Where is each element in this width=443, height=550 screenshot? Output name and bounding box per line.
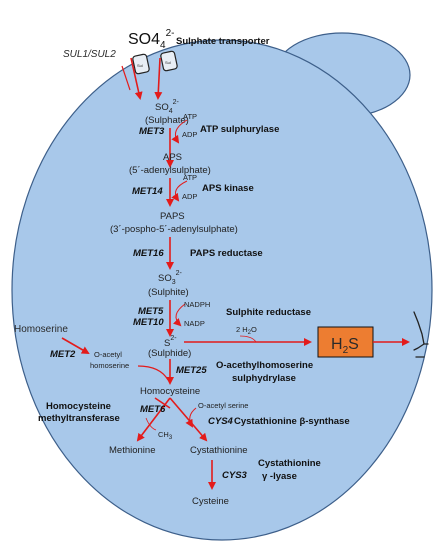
enzyme-hmt-line1: Homocysteine (46, 401, 111, 412)
compound-homocysteine: Homocysteine (140, 386, 200, 397)
compound-aps: APS (163, 152, 182, 163)
gene-met25: MET25 (176, 365, 207, 376)
compound-homoserine: Homoserine (14, 324, 68, 335)
compound-paps: PAPS (160, 211, 185, 222)
compound-sulphide: S2- (164, 335, 177, 349)
compound-so3: SO32- (158, 270, 183, 286)
enzyme-cystathionine-beta-synthase: Cystathionine β-synthase (234, 416, 350, 427)
atp-label-1: ATP (183, 112, 197, 121)
arrow-homocysteine-methionine (136, 397, 171, 442)
sulphate-label: (Sulphate) (145, 115, 189, 126)
external-sulphate: SO442- (128, 28, 174, 51)
svg-text:Sul: Sul (137, 63, 143, 68)
svg-text:Sul: Sul (165, 60, 171, 65)
atp-side-arrow-1 (171, 119, 188, 144)
internal-sulphate: SO42- (155, 99, 180, 115)
sulphate-transporter-icon: Sul Sul (132, 50, 178, 75)
compound-cysteine: Cysteine (192, 496, 229, 507)
gene-met10: MET10 (133, 317, 164, 328)
compound-o-acetyl-homoserine-2: homoserine (90, 361, 129, 370)
ch3-curve (145, 417, 157, 431)
enzyme-aps-kinase: APS kinase (202, 183, 254, 194)
compound-o-acetyl-serine: O-acetyl serine (198, 401, 248, 410)
atp-side-arrow-2 (171, 180, 188, 202)
compound-cystathionine: Cystathionine (190, 445, 248, 456)
enzyme-cgl-line2: γ -lyase (262, 471, 297, 482)
nadph-label: NADPH (184, 300, 210, 309)
sul-genes-label: SUL1/SUL2 (63, 49, 116, 60)
enzyme-atp-sulphurylase: ATP sulphurylase (200, 124, 279, 135)
enzyme-cgl-line1: Cystathionine (258, 458, 321, 469)
compound-o-acetyl-homoserine-1: O-acetyl (94, 350, 122, 359)
nadph-side-arrow (172, 303, 186, 327)
h2s-label: H2S (331, 336, 359, 356)
gene-met2: MET2 (50, 349, 76, 360)
split-join (154, 397, 171, 409)
compound-aps-full: (5´-adenylsulphate) (129, 165, 211, 176)
arrow-homoserine-oah (61, 337, 90, 354)
water-side-curve (239, 335, 257, 343)
water-label: 2 H2O (236, 325, 257, 336)
enzyme-paps-reductase: PAPS reductase (190, 248, 263, 259)
transport-arrow-2 (154, 57, 163, 100)
adp-label-1: ADP (182, 130, 197, 139)
gene-met3: MET3 (139, 126, 165, 137)
nadp-label: NADP (184, 319, 205, 328)
gene-met16: MET16 (133, 248, 164, 259)
gene-cys3: CYS3 (222, 470, 248, 481)
enzyme-oahs-line2: sulphydrylase (232, 373, 296, 384)
enzyme-hmt-line2: methyltransferase (38, 413, 120, 424)
ch3-label: CH3 (158, 430, 173, 441)
compound-paps-full: (3´-pospho-5´-adenylsulphate) (110, 224, 238, 235)
oacetylserine-side-arrow (185, 407, 197, 428)
enzyme-oahs-line1: O-acethylhomoserine (216, 360, 313, 371)
compound-methionine: Methionine (109, 445, 155, 456)
sul-pointer (121, 65, 131, 91)
adp-label-2: ADP (182, 192, 197, 201)
sulphate-transporter-label: Sulphate transporter (176, 36, 270, 47)
atp-label-2: ATP (183, 173, 197, 182)
gene-met14: MET14 (132, 186, 163, 197)
gene-cys4: CYS4 (208, 416, 234, 427)
gene-met5: MET5 (138, 306, 164, 317)
mother-cell (11, 39, 433, 541)
enzyme-sulphite-reductase: Sulphite reductase (226, 307, 311, 318)
compound-sulphide-label: (Sulphide) (148, 348, 191, 359)
gene-met6: MET6 (140, 404, 166, 415)
nose-icon (413, 311, 429, 358)
transport-arrow-1 (130, 57, 143, 100)
h2s-box (317, 326, 374, 358)
compound-sulphite-label: (Sulphite) (148, 287, 189, 298)
